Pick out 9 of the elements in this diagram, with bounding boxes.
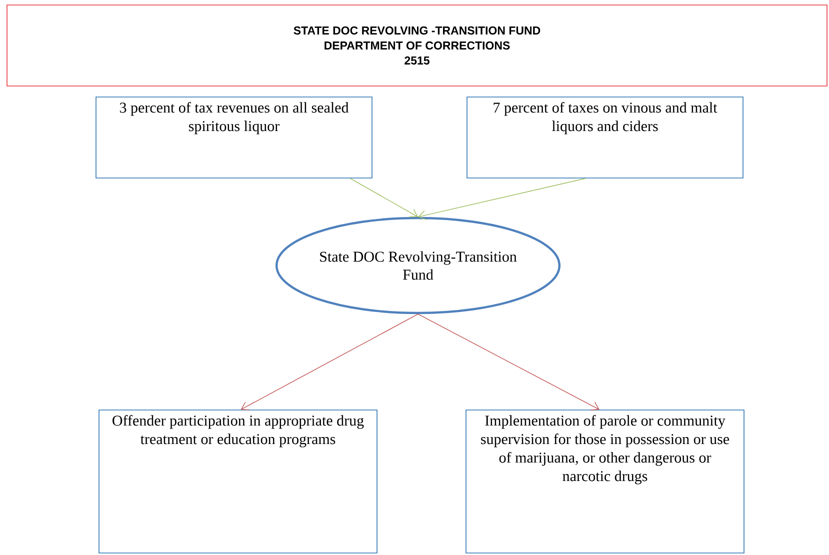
arrow <box>350 178 418 218</box>
arrow <box>240 314 418 410</box>
use-box: Offender participation in appropriate drug treatment or education programs <box>98 410 378 554</box>
source-box: 3 percent of tax revenues on all sealed spiritous liquor <box>96 96 372 178</box>
use-box: Implementation of parole or community supervision for those in possession or use of marijuana, or other dangerous or narcotic drugs <box>466 410 744 554</box>
arrow <box>418 314 600 410</box>
arrow <box>418 178 586 220</box>
source-box: 7 percent of taxes on vinous and malt liquors and ciders <box>466 96 744 178</box>
header-box: STATE DOC REVOLVING -TRANSITION FUND DEPARTMENT OF CORRECTIONS 2515 <box>6 4 828 86</box>
